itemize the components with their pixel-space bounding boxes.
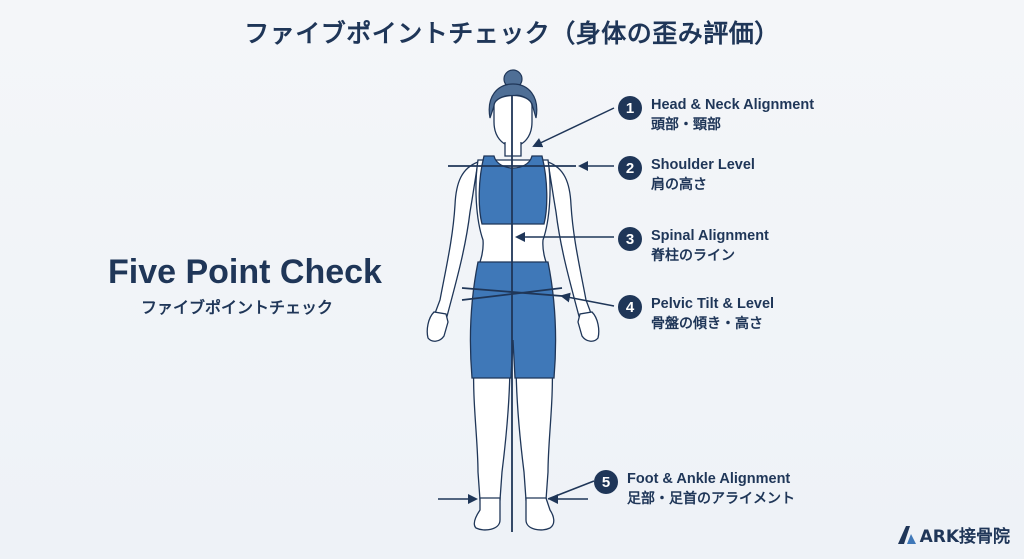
arms [433, 160, 593, 321]
checkpoint-4-number: 4 [618, 295, 642, 319]
feet [473, 497, 555, 531]
checkpoint-1-number: 1 [618, 96, 642, 120]
checkpoint-3: 3 Spinal Alignment 脊柱のライン [618, 226, 769, 266]
five-point-check-japanese: ファイブポイントチェック [141, 298, 334, 317]
checkpoint-2-japanese: 肩の高さ [651, 177, 707, 193]
checkpoint-5-english: Foot & Ankle Alignment [627, 471, 791, 487]
checkpoint-3-number: 3 [618, 227, 642, 251]
hands [426, 311, 600, 342]
checkpoint-2-english: Shoulder Level [651, 157, 755, 173]
page-title: ファイブポイントチェック（身体の歪み評価） [244, 19, 780, 48]
checkpoint-4: 4 Pelvic Tilt & Level 骨盤の傾き・高さ [618, 294, 774, 334]
checkpoint-4-japanese: 骨盤の傾き・高さ [651, 316, 763, 332]
arrow-head-neck [532, 107, 615, 148]
checkpoint-5-number: 5 [594, 470, 618, 494]
legs [472, 359, 554, 501]
brand-logo: ARK接骨院 [896, 522, 1010, 547]
checkpoint-5-japanese: 足部・足首のアライメント [627, 491, 795, 507]
neck [504, 142, 522, 157]
checkpoint-5: 5 Foot & Ankle Alignment 足部・足首のアライメント [594, 469, 795, 509]
pelvic-tilt-lines [461, 287, 563, 301]
five-point-check-english: Five Point Check [108, 253, 382, 291]
head [493, 94, 533, 147]
checkpoint-2-number: 2 [618, 156, 642, 180]
checkpoint-4-english: Pelvic Tilt & Level [651, 296, 775, 312]
brand-name: ARK接骨院 [919, 527, 1010, 547]
checkpoint-1-english: Head & Neck Alignment [651, 97, 815, 113]
checkpoint-1-japanese: 頭部・頸部 [651, 117, 721, 133]
checkpoint-3-english: Spinal Alignment [651, 228, 769, 244]
arrow-ankle-leader [547, 480, 595, 500]
shorts [469, 261, 557, 379]
checkpoint-2: 2 Shoulder Level 肩の高さ [618, 155, 755, 195]
arrow-pelvis [560, 292, 615, 307]
brand-mark-icon [897, 525, 916, 544]
five-point-check-label: Five Point Check ファイブポイントチェック [108, 252, 408, 318]
checkpoint-1: 1 Head & Neck Alignment 頭部・頸部 [618, 95, 814, 135]
checkpoint-3-japanese: 脊柱のライン [651, 248, 735, 264]
